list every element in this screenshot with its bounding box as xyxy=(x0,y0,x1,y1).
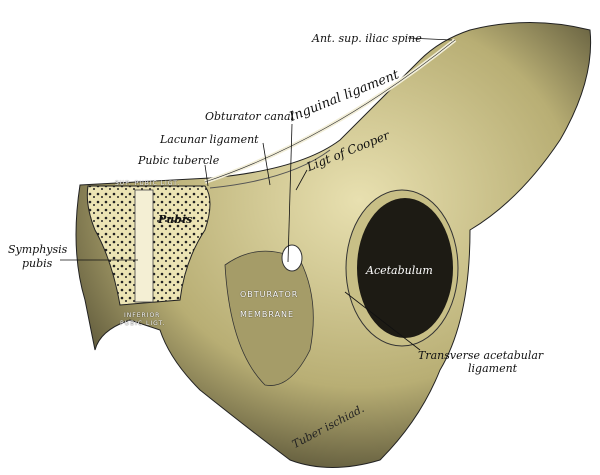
symphysis xyxy=(134,189,154,303)
label-pubic-tubercle: Pubic tubercle xyxy=(138,154,220,167)
label-pubic-ligt: PUBIC LIGT. xyxy=(120,320,166,327)
obturator-canal xyxy=(281,244,303,272)
hip-bone xyxy=(75,22,592,468)
label-acetabulum: Acetabulum xyxy=(366,264,433,277)
label-obturator: OBTURATOR xyxy=(240,290,299,299)
label-ant-sup-iliac-spine: Ant. sup. iliac spine xyxy=(312,32,422,45)
label-ligament: ligament xyxy=(468,362,518,375)
label-pubis-symphysis: pubis xyxy=(22,257,53,270)
label-symphysis: Symphysis xyxy=(8,243,68,256)
leader-lines xyxy=(60,37,453,351)
label-sup-pubic-ligt: SUP. PUBIC LIGT. xyxy=(115,180,181,187)
label-lacunar-ligament: Lacunar ligament xyxy=(160,133,259,146)
label-inferior: INFERIOR xyxy=(124,312,161,319)
obturator-membrane xyxy=(224,250,314,386)
label-transverse-acetabular: Transverse acetabular xyxy=(418,349,544,362)
label-membrane: MEMBRANE xyxy=(240,310,295,319)
label-obturator-canal: Obturator canal xyxy=(205,110,295,123)
label-pubis: Pubis xyxy=(158,213,193,226)
